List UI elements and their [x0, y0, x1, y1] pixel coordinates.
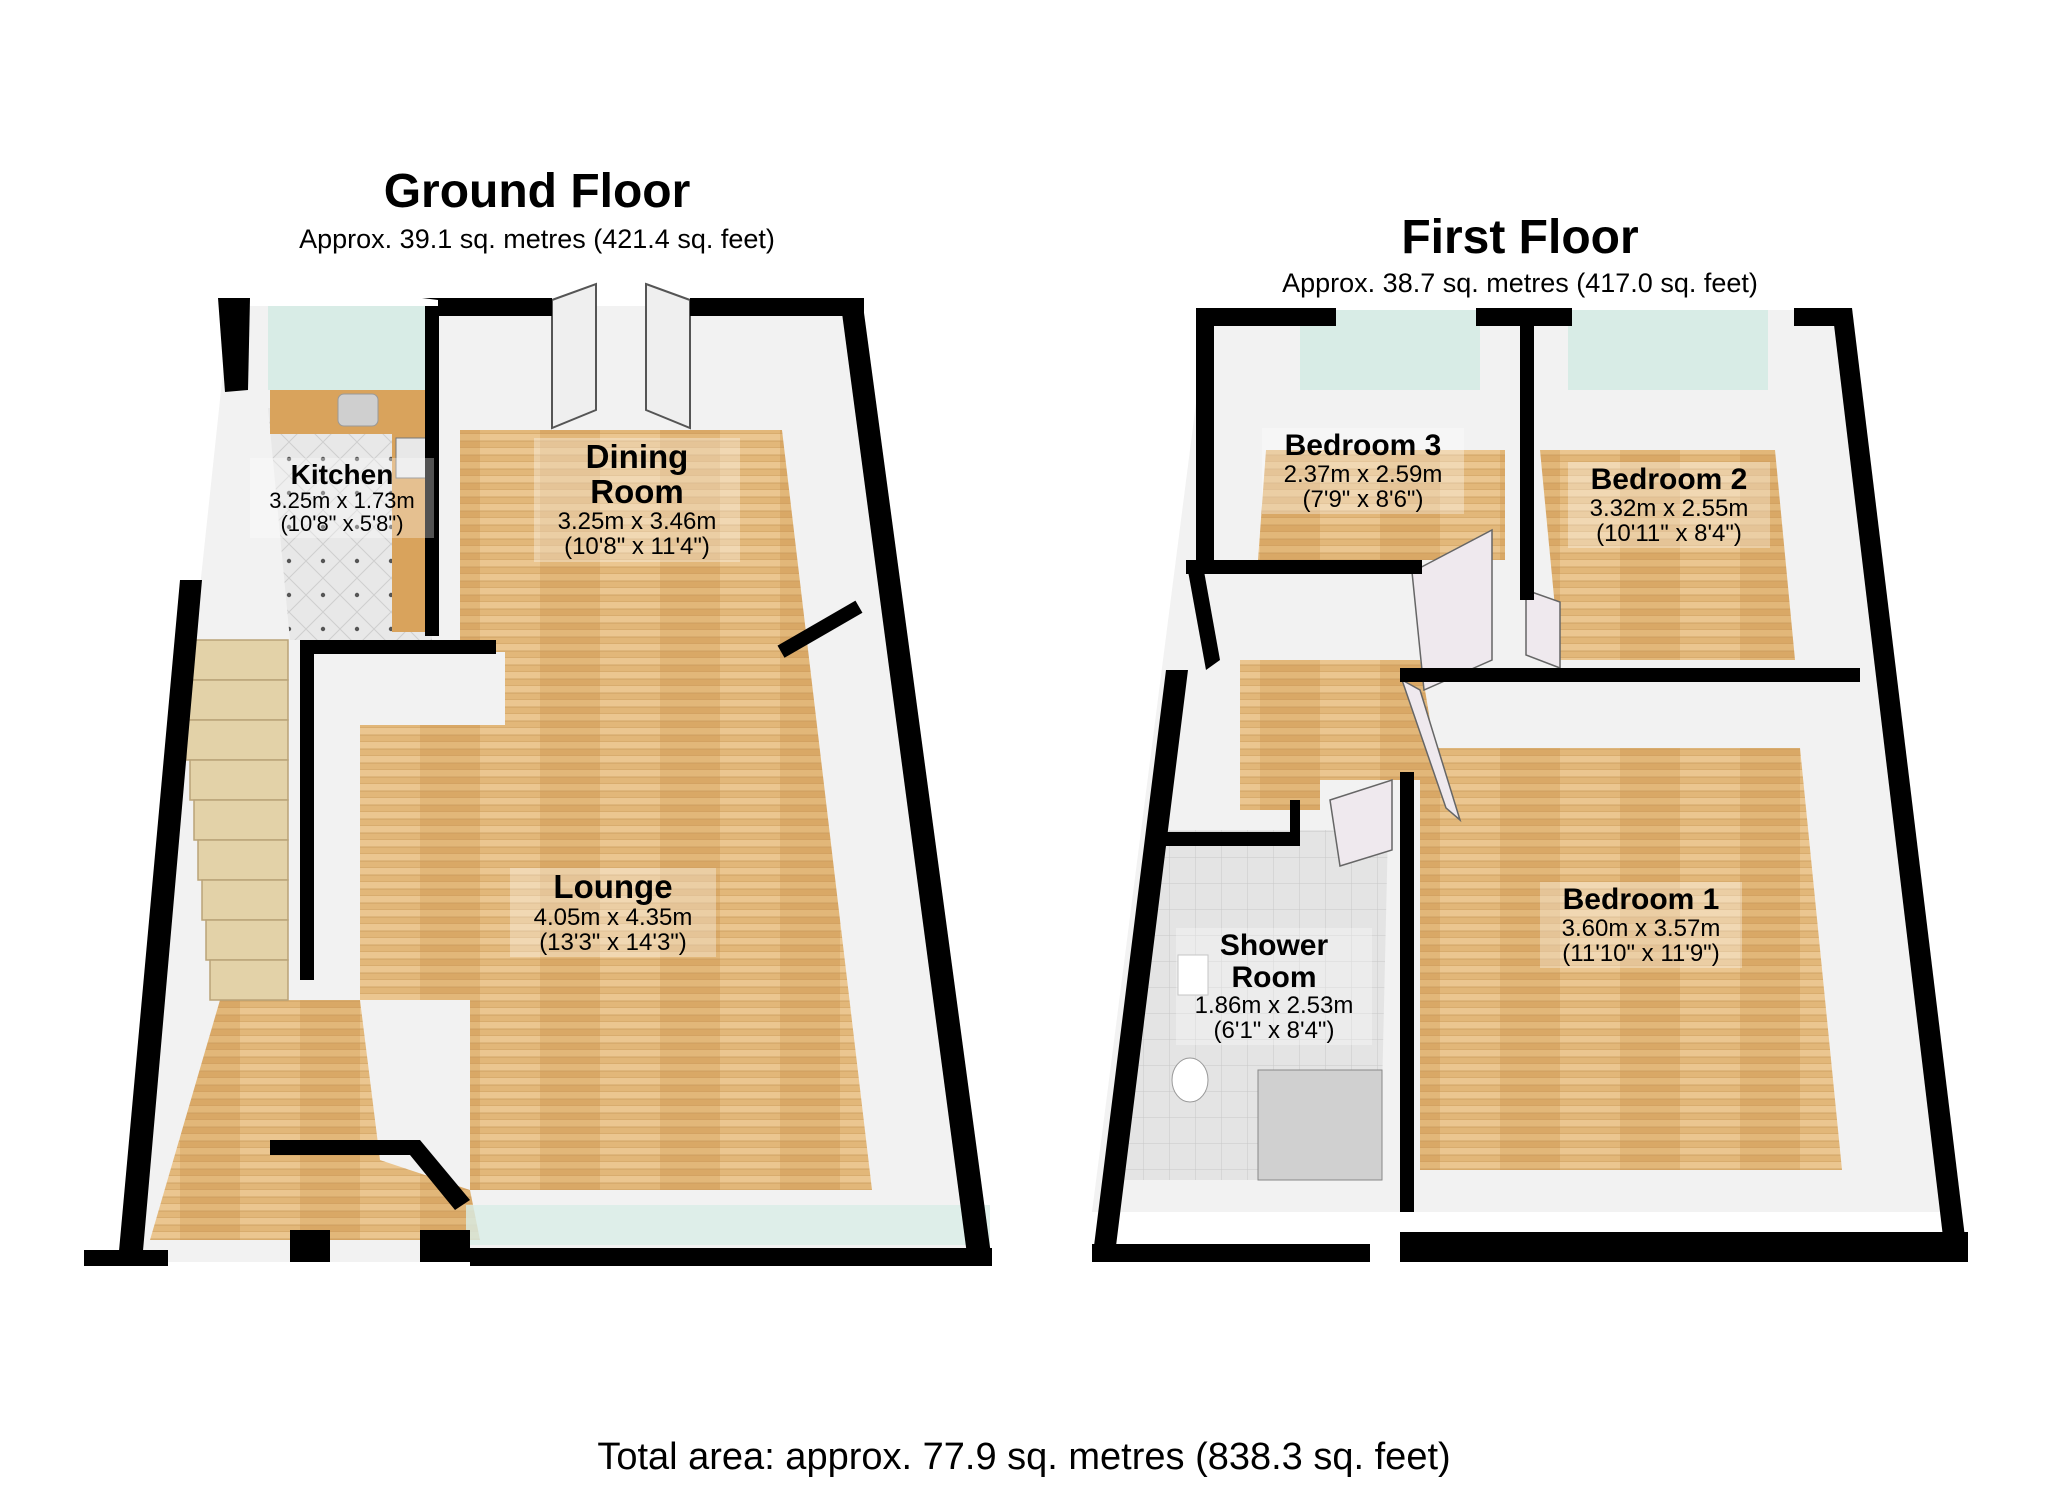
room-metric: 3.25m x 3.46m: [557, 508, 717, 536]
room-name-line1: Dining: [585, 438, 689, 475]
ground-floor-outer-walls: [84, 298, 992, 1266]
room-imperial: (13'3" x 14'3"): [539, 928, 687, 956]
room-label-bedroom1: Bedroom 1 3.60m x 3.57m (11'10" x 11'9"): [1540, 882, 1742, 968]
room-name: Kitchen: [290, 459, 394, 490]
room-label-lounge: Lounge 4.05m x 4.35m (13'3" x 14'3"): [510, 868, 716, 958]
first-floor-outer-walls: [1092, 308, 1968, 1262]
room-metric: 3.32m x 2.55m: [1589, 494, 1749, 522]
french-doors: [551, 282, 691, 430]
first-floor-area: Approx. 38.7 sq. metres (417.0 sq. feet): [1282, 268, 1758, 298]
room-imperial: (10'8" x 5'8"): [280, 511, 404, 537]
room-metric: 1.86m x 2.53m: [1194, 992, 1354, 1019]
room-label-dining: Dining Room 3.25m x 3.46m (10'8" x 11'4"…: [534, 438, 740, 562]
room-label-kitchen: Kitchen 3.25m x 1.73m (10'8" x 5'8"): [250, 458, 434, 538]
first-floor-plan: [1092, 308, 1968, 1262]
room-metric: 4.05m x 4.35m: [533, 903, 693, 931]
total-area: Total area: approx. 77.9 sq. metres (838…: [597, 1436, 1451, 1478]
room-name: Lounge: [553, 868, 673, 905]
room-imperial: (7'9" x 8'6"): [1302, 485, 1424, 513]
ground-floor-title: Ground Floor: [383, 165, 691, 218]
room-imperial: (11'10" x 11'9"): [1562, 939, 1720, 967]
first-floor-title: First Floor: [1401, 211, 1639, 264]
room-name: Bedroom 3: [1284, 429, 1442, 462]
room-imperial: (10'8" x 11'4"): [564, 533, 710, 561]
room-name-line1: Shower: [1219, 929, 1329, 962]
room-name-line2: Room: [1231, 960, 1317, 994]
room-label-shower: Shower Room 1.86m x 2.53m (6'1" x 8'4"): [1176, 928, 1372, 1046]
room-name: Bedroom 1: [1562, 883, 1720, 916]
room-metric: 3.60m x 3.57m: [1561, 914, 1721, 942]
room-label-bedroom2: Bedroom 2 3.32m x 2.55m (10'11" x 8'4"): [1568, 462, 1770, 548]
room-imperial: (6'1" x 8'4"): [1213, 1017, 1335, 1045]
room-name-line2: Room: [590, 472, 684, 510]
room-imperial: (10'11" x 8'4"): [1596, 519, 1742, 547]
room-metric: 3.25m x 1.73m: [269, 488, 415, 514]
ground-floor-area: Approx. 39.1 sq. metres (421.4 sq. feet): [299, 224, 775, 254]
room-label-bedroom3: Bedroom 3 2.37m x 2.59m (7'9" x 8'6"): [1262, 428, 1464, 514]
room-metric: 2.37m x 2.59m: [1283, 460, 1443, 488]
ground-floor-plan: [84, 282, 992, 1266]
room-name: Bedroom 2: [1590, 463, 1748, 496]
